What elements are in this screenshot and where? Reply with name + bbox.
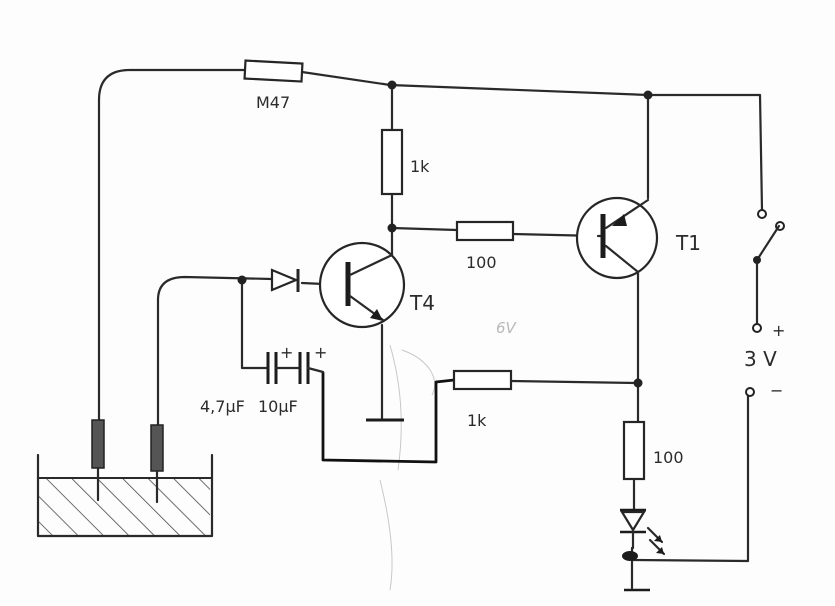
label-m47: M47 — [256, 93, 290, 112]
top-rail-wire-2 — [300, 70, 764, 212]
label-t1: T1 — [675, 231, 701, 255]
wire-to-100 — [390, 226, 459, 232]
led — [620, 508, 666, 592]
switch — [753, 209, 785, 264]
diode — [270, 268, 300, 292]
capacitor-4-7uf: + — [266, 343, 302, 384]
t4-emitter-arrow — [370, 309, 383, 321]
resistor-1k-top: 1k — [380, 128, 430, 196]
label-plus: + — [772, 321, 785, 340]
terminal-minus — [745, 387, 755, 397]
junctions — [237, 80, 653, 388]
label-100-mid: 100 — [466, 253, 497, 272]
sensor-probe-2 — [150, 424, 164, 504]
sensor-probe-1 — [91, 419, 105, 502]
wire-1k-bot-right — [509, 379, 640, 385]
pencil-sketch-marks: 6V — [379, 319, 518, 591]
label-minus: − — [770, 381, 783, 400]
junction-dot — [387, 223, 397, 233]
rework-wire — [321, 372, 455, 464]
battery-terminals: + 3 V − — [744, 321, 785, 400]
resistor-1k-bot: 1k — [452, 369, 513, 430]
junction-dot — [643, 90, 653, 100]
cap2-plus: + — [314, 343, 327, 362]
terminal-plus — [752, 323, 762, 333]
wire-cap-branch — [240, 278, 270, 370]
cap1-plus: + — [280, 343, 293, 362]
pencil-note: 6V — [496, 319, 518, 337]
t1-emitter-arrow — [612, 214, 627, 226]
junction-dot — [387, 80, 397, 90]
resistor-100-mid: 100 — [455, 220, 515, 272]
wire-led-to-minus — [630, 394, 750, 563]
top-rail-wire — [97, 68, 247, 422]
capacitor-10uf: + — [298, 343, 327, 384]
label-1k-top: 1k — [410, 157, 430, 176]
label-t4: T4 — [409, 291, 435, 315]
junction-dot — [633, 378, 643, 388]
label-cap1: 4,7µF — [200, 397, 245, 416]
label-voltage: 3 V — [744, 347, 777, 371]
label-100-led: 100 — [653, 448, 684, 467]
label-1k-bot: 1k — [467, 411, 487, 430]
transistor-t4: T4 — [318, 241, 435, 329]
resistor-m47: M47 — [243, 59, 304, 112]
resistor-100-led: 100 — [622, 420, 684, 512]
junction-dot — [237, 275, 247, 285]
label-cap2: 10µF — [258, 397, 298, 416]
sensor-wire-2 — [156, 275, 274, 427]
water-container — [36, 453, 214, 538]
transistor-t1: T1 — [575, 196, 701, 280]
